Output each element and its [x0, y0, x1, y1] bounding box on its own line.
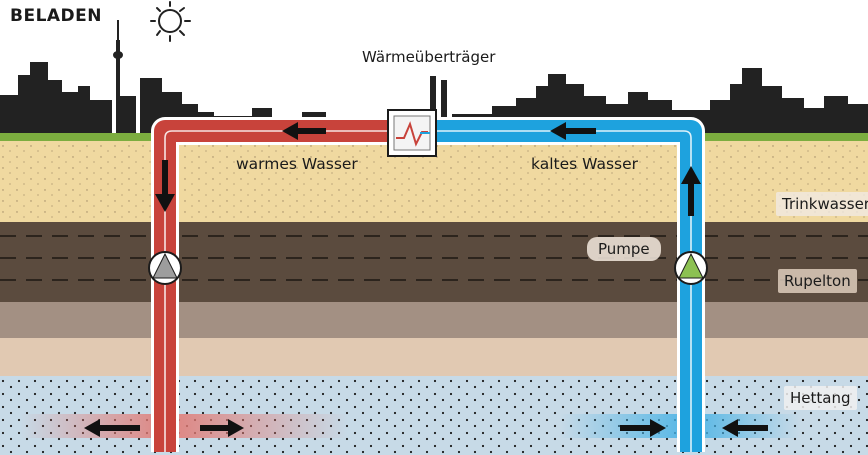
cold-water-label: kaltes Wasser: [531, 155, 639, 173]
pump-label: Pumpe: [587, 237, 661, 261]
page-title: BELADEN: [10, 6, 103, 26]
warm-water-label: warmes Wasser: [236, 155, 358, 173]
cold-pipe: [436, 117, 705, 452]
sun-icon: [150, 1, 191, 42]
layer-band-1: [0, 302, 868, 338]
layer-band-2: [0, 338, 868, 376]
pump-icon-right: [674, 251, 708, 285]
layer-label-rupelton: Rupelton: [778, 269, 857, 293]
layer-label-trinkwasserleiter: Trinkwasserleiter: [776, 192, 868, 216]
heat-exchanger-icon: [387, 109, 437, 157]
layer-label-hettang: Hettang: [784, 386, 857, 410]
heat-exchanger-label: Wärmeüberträger: [362, 48, 496, 66]
flow-arrow-icon: [84, 122, 768, 437]
pump-icon: [148, 251, 182, 285]
layer-rupelton: [0, 222, 868, 302]
